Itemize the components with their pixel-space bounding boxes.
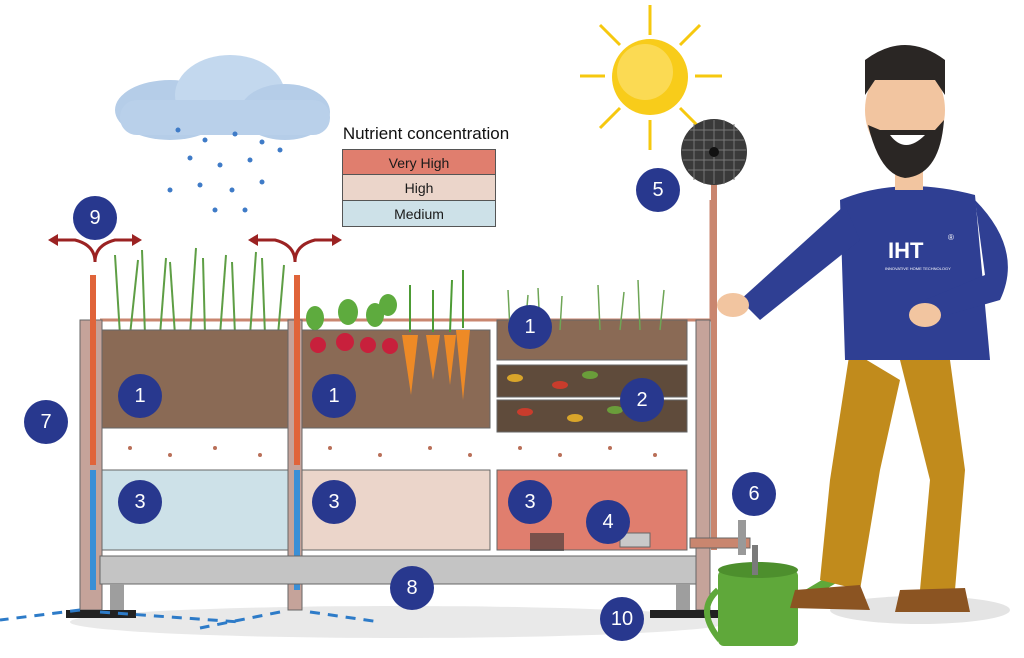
shirt-trademark: ®	[948, 233, 954, 242]
rain-cloud-icon	[115, 55, 330, 213]
frame-post-right	[695, 319, 711, 611]
sun-icon	[580, 5, 722, 150]
solar-panel-icon	[681, 119, 747, 550]
shirt-logo: IHT	[888, 238, 924, 263]
badge-3-right: 3	[508, 480, 552, 524]
badge-7: 7	[24, 400, 68, 444]
badge-4: 4	[586, 500, 630, 544]
irrigation-pipe	[100, 200, 713, 322]
compost-leaves	[507, 371, 623, 422]
overflow-dashes	[0, 608, 381, 630]
badge-5: 5	[636, 168, 680, 212]
ground-shadow	[70, 606, 730, 638]
legend-item-medium: Medium	[342, 201, 496, 227]
evaporation-arrows	[55, 238, 335, 263]
badge-2: 2	[620, 378, 664, 422]
grass-plants	[114, 247, 285, 336]
badge-1-middle: 1	[312, 374, 356, 418]
badge-1-left: 1	[118, 374, 162, 418]
badge-9: 9	[73, 196, 117, 240]
legend-item-very-high: Very High	[342, 149, 496, 175]
badge-8: 8	[390, 566, 434, 610]
badge-6: 6	[732, 472, 776, 516]
gardener-person	[717, 45, 1008, 612]
carrot-plants	[402, 270, 470, 400]
badge-10: 10	[600, 597, 644, 641]
legend-item-high: High	[342, 175, 496, 201]
legend-title: Nutrient concentration	[342, 124, 510, 143]
radish-plants	[306, 294, 398, 354]
badge-3-middle: 3	[312, 480, 356, 524]
badge-3-left: 3	[118, 480, 162, 524]
shirt-tagline: INNOVATIVE HOME TECHNOLOGY	[885, 266, 951, 271]
nutrient-legend: Nutrient concentration Very High High Me…	[322, 124, 530, 227]
badge-1-right: 1	[508, 305, 552, 349]
